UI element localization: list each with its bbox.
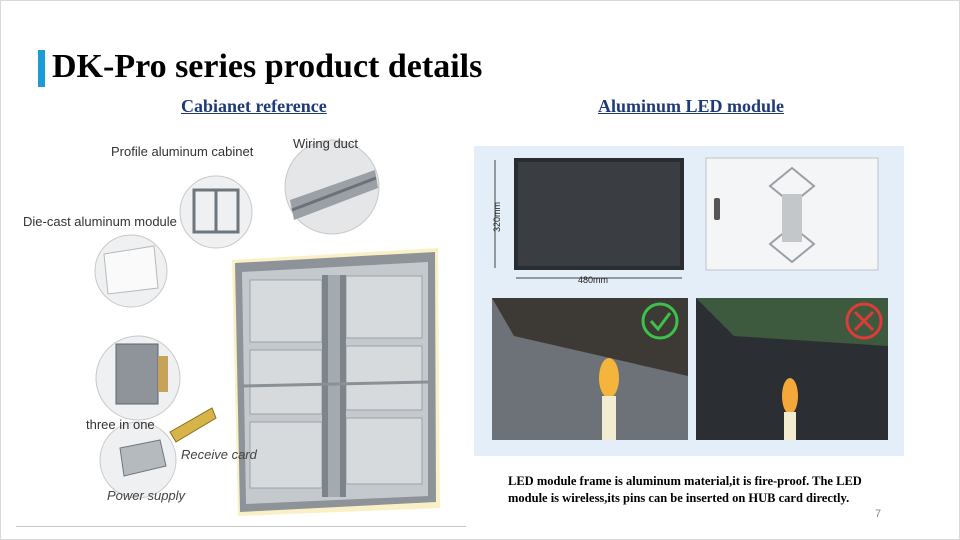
check-circle-icon (641, 302, 679, 340)
label-wiring-duct: Wiring duct (293, 136, 359, 151)
height-dimension-label: 320mm (492, 202, 502, 232)
profile-cabinet-callout (179, 175, 253, 249)
cabinet-image (232, 248, 440, 516)
page-title: DK-Pro series product details (52, 48, 483, 85)
module-heading: Aluminum LED module (598, 96, 785, 116)
receive-card-image (169, 407, 217, 443)
module-back-image (705, 157, 879, 271)
title-accent-bar (38, 50, 45, 87)
label-three-in-one: three in one (86, 417, 155, 432)
label-power-supply: Power supply (107, 488, 186, 503)
module-front-image (514, 158, 684, 270)
cabinet-illustration (94, 139, 440, 516)
three-in-one-callout (95, 335, 181, 421)
label-receive-card: Receive card (181, 447, 257, 462)
wiring-duct-callout (284, 139, 380, 235)
cross-circle-icon (845, 302, 883, 340)
footer-divider (16, 526, 466, 527)
power-supply-callout (99, 421, 177, 499)
label-die-cast-module: Die-cast aluminum module (23, 214, 177, 229)
label-profile-cabinet: Profile aluminum cabinet (111, 144, 254, 159)
cabinet-heading: Cabianet reference (181, 96, 327, 116)
fire-test-pass-photo (492, 298, 688, 440)
module-caption: LED module frame is aluminum material,it… (508, 474, 862, 505)
fire-test-fail-photo (696, 298, 888, 440)
module-panel: 320mm 480mm (474, 146, 904, 456)
die-cast-module-callout (94, 234, 168, 308)
width-dimension-label: 480mm (578, 275, 608, 285)
page-number: 7 (875, 508, 882, 520)
